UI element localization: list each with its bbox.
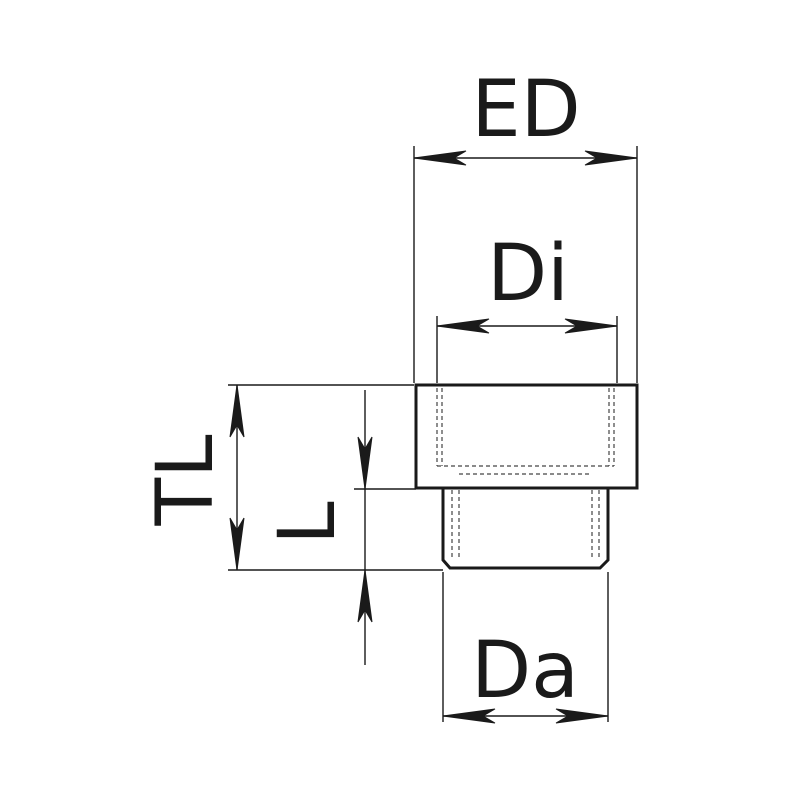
label-l: L [263,501,353,545]
tl-dimension [228,384,443,571]
di-dimension [436,316,618,383]
label-ed: ED [471,65,580,155]
label-tl: TL [141,434,231,527]
label-da: Da [471,626,579,716]
fitting-body [414,383,639,570]
l-dimension [354,390,416,665]
da-dimension [442,572,609,724]
label-di: Di [487,229,569,319]
ed-dimension [413,146,638,383]
